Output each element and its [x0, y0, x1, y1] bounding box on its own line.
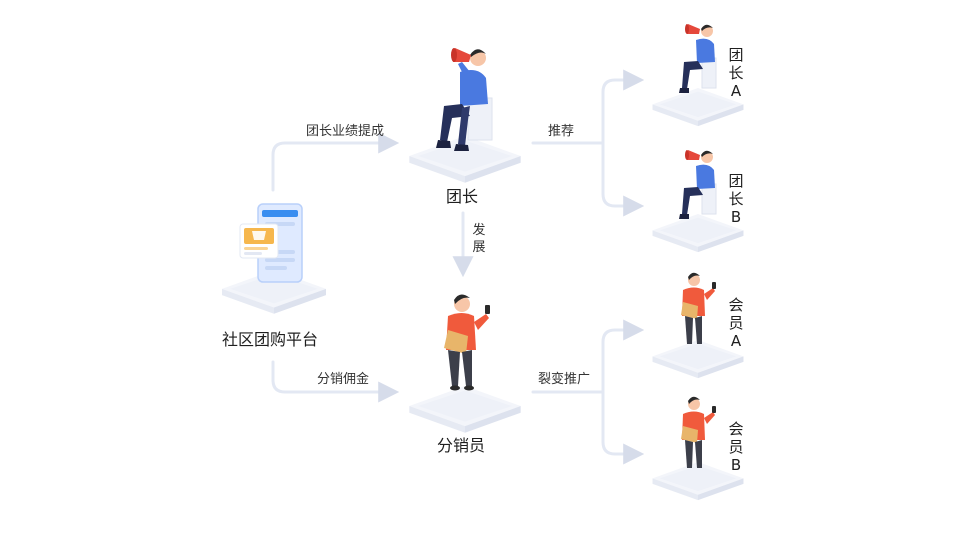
distributor-figure — [444, 294, 490, 391]
leader-b-figure — [679, 150, 717, 219]
edge-platform-to-leader — [271, 132, 400, 192]
edge-label-develop: 发展 — [472, 223, 486, 255]
member-a-figure — [681, 272, 716, 344]
node-label-leader: 团长 — [446, 187, 479, 206]
edge-label-distribution-commission: 分销佣金 — [317, 372, 370, 387]
platform-base-distributor — [409, 386, 521, 433]
connector-lines — [271, 69, 645, 465]
edge-label-leader-commission: 团长业绩提成 — [306, 124, 385, 139]
edge-platform-to-distributor — [271, 360, 400, 403]
node-label-distributor: 分销员 — [437, 436, 486, 455]
leader-figure — [436, 48, 493, 151]
edge-label-recommend: 推荐 — [548, 124, 575, 139]
leader-a-figure — [679, 24, 717, 93]
platform-app-icon — [239, 203, 303, 283]
member-b-figure — [681, 396, 716, 468]
edge-label-viral-promotion: 裂变推广 — [538, 372, 591, 387]
node-label-platform: 社区团购平台 — [222, 330, 319, 349]
